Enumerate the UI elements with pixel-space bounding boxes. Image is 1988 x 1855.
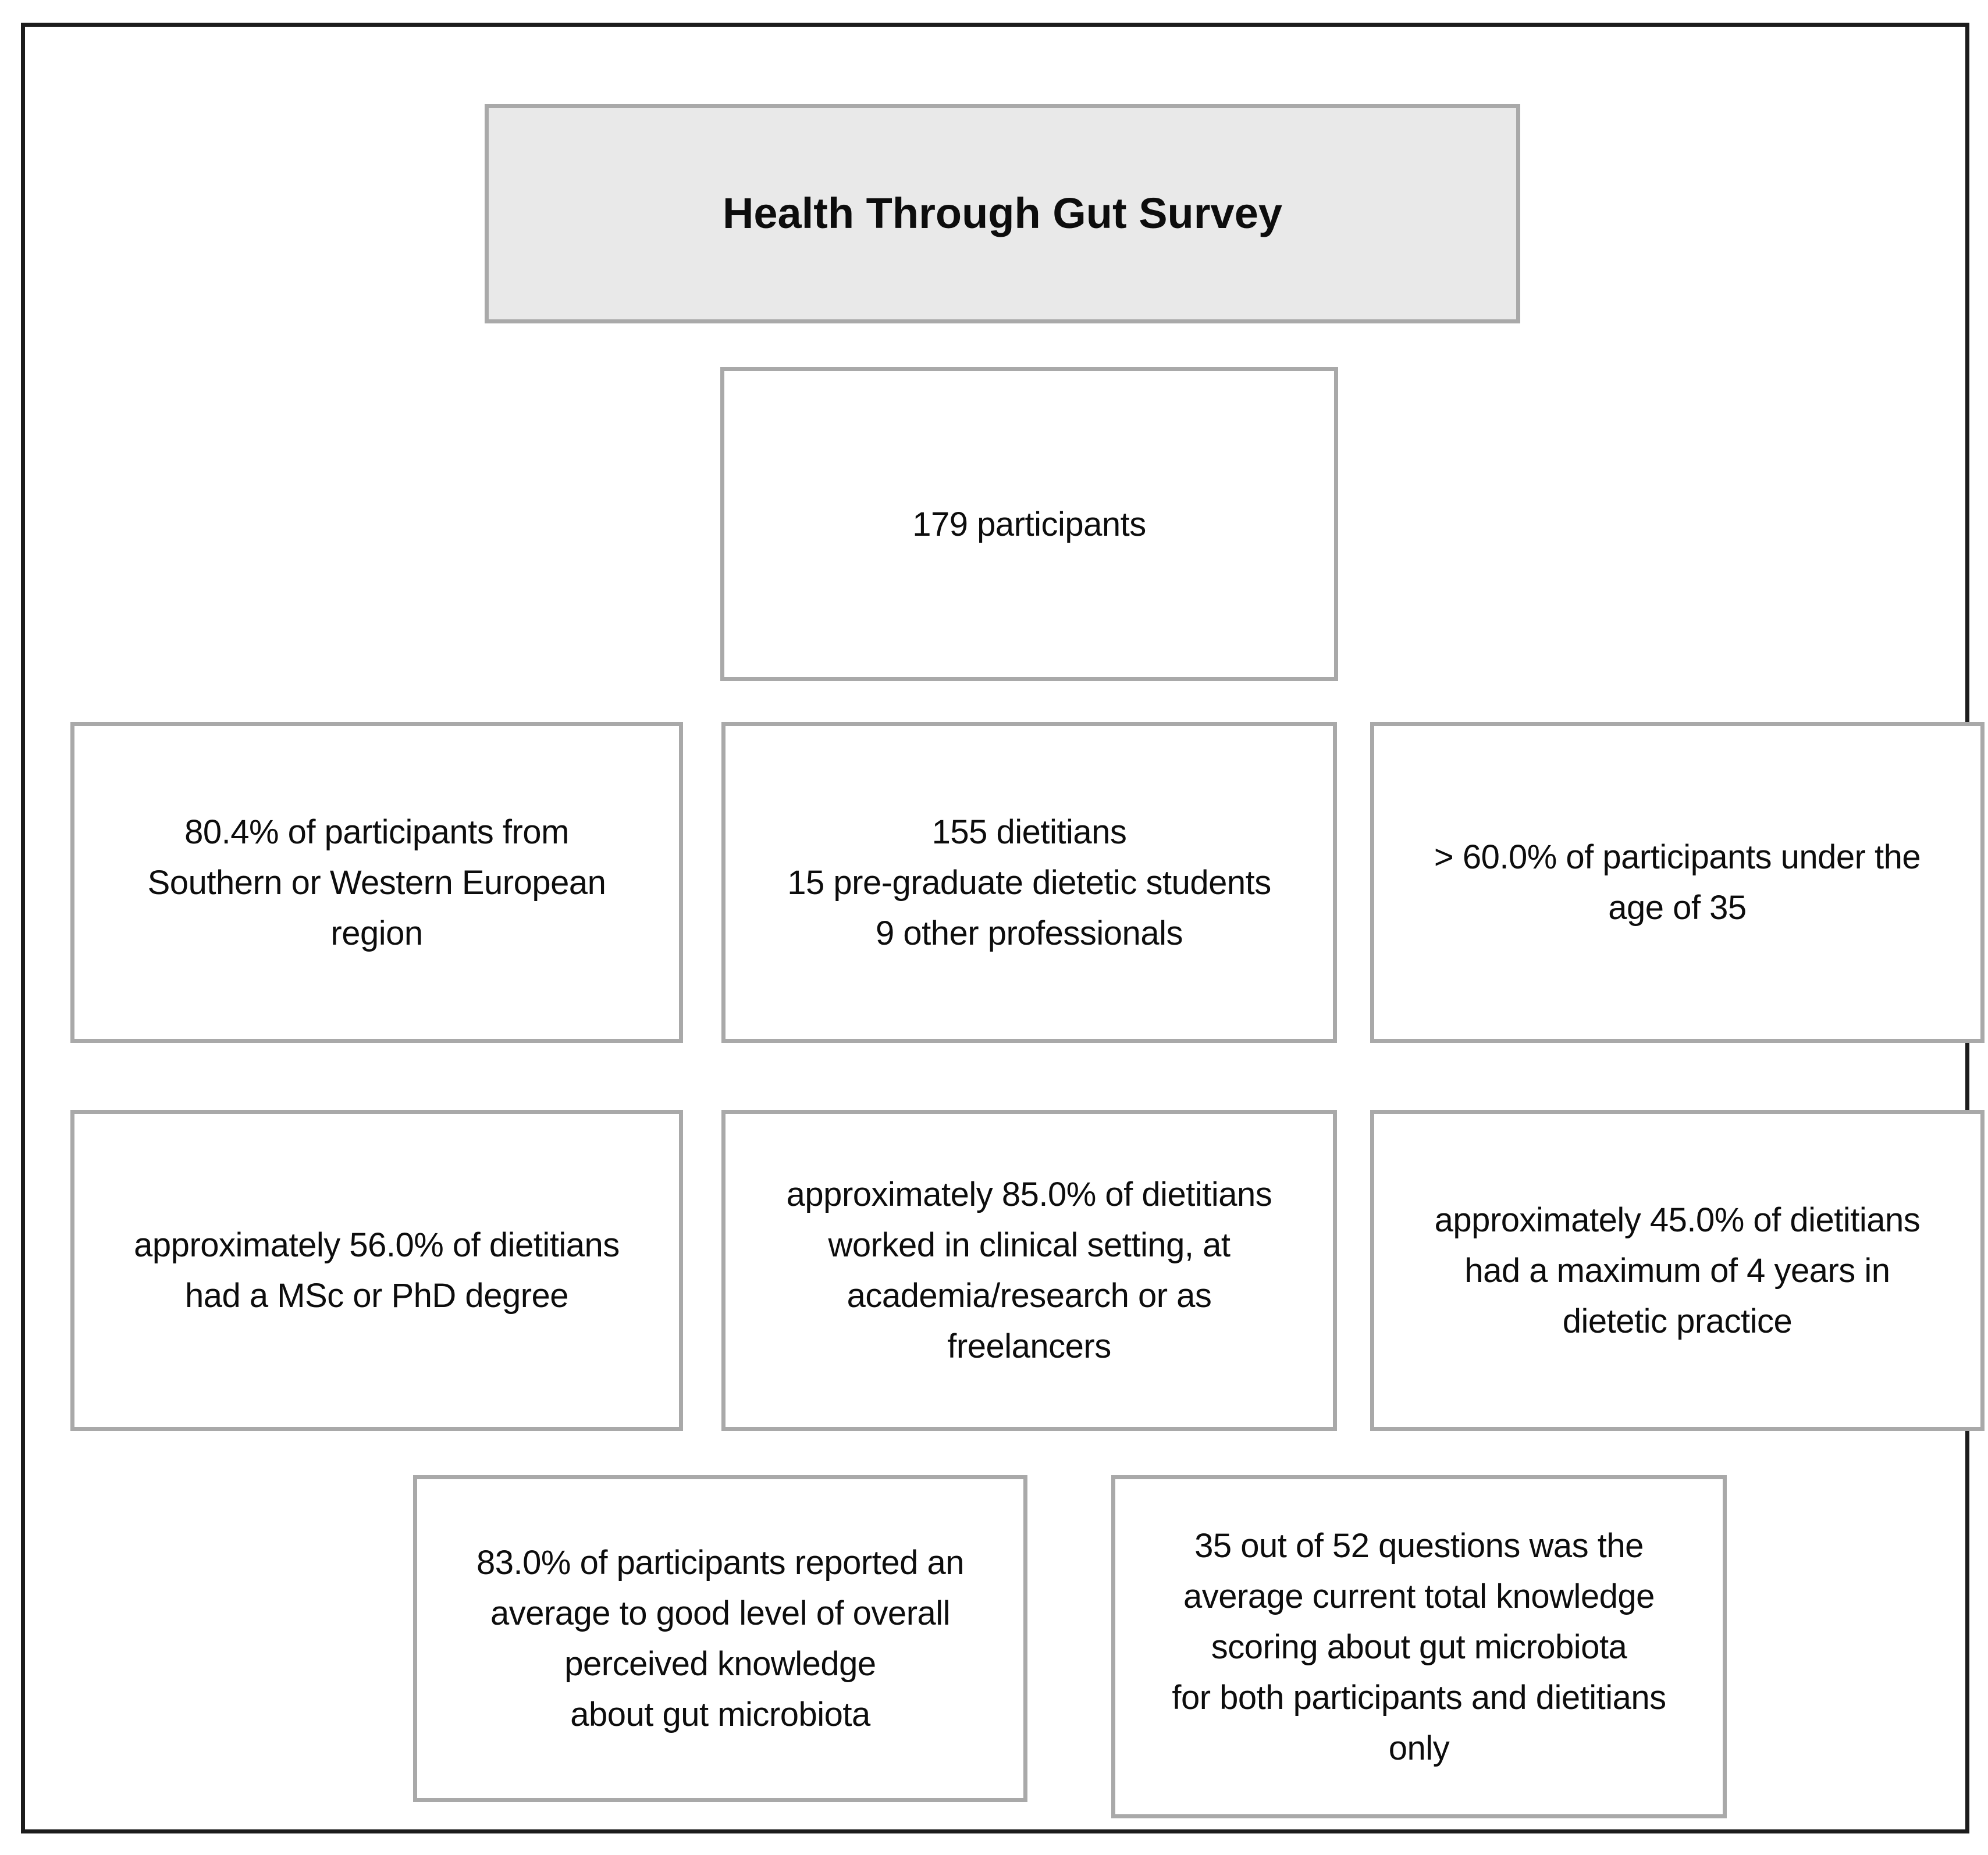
degree-stat-text: approximately 56.0% of dietitians had a … <box>134 1226 620 1315</box>
professions-stat-text: 155 dietitians 15 pre-graduate dietetic … <box>787 813 1271 952</box>
degree-stat-box: approximately 56.0% of dietitians had a … <box>70 1110 683 1431</box>
survey-title: Health Through Gut Survey <box>722 189 1283 238</box>
work-setting-stat-box: approximately 85.0% of dietitians worked… <box>721 1110 1337 1431</box>
age-stat-box: > 60.0% of participants under the age of… <box>1370 722 1985 1043</box>
figure-outer-frame: Health Through Gut Survey 179 participan… <box>21 23 1985 1833</box>
work-setting-stat-text: approximately 85.0% of dietitians worked… <box>786 1176 1272 1365</box>
survey-title-box: Health Through Gut Survey <box>485 104 1520 323</box>
perceived-knowledge-stat-box: 83.0% of participants reported an averag… <box>413 1475 1027 1802</box>
region-stat-box: 80.4% of participants from Southern or W… <box>70 722 683 1043</box>
participants-count-box: 179 participants <box>720 367 1338 681</box>
knowledge-score-stat-box: 35 out of 52 questions was the average c… <box>1111 1475 1727 1818</box>
practice-years-stat-box: approximately 45.0% of dietitians had a … <box>1370 1110 1985 1431</box>
professions-stat-box: 155 dietitians 15 pre-graduate dietetic … <box>721 722 1337 1043</box>
practice-years-stat-text: approximately 45.0% of dietitians had a … <box>1434 1201 1921 1340</box>
region-stat-text: 80.4% of participants from Southern or W… <box>147 813 606 952</box>
knowledge-score-stat-text: 35 out of 52 questions was the average c… <box>1172 1526 1666 1767</box>
age-stat-text: > 60.0% of participants under the age of… <box>1434 838 1921 927</box>
perceived-knowledge-stat-text: 83.0% of participants reported an averag… <box>476 1544 964 1733</box>
participants-count-text: 179 participants <box>912 505 1146 543</box>
